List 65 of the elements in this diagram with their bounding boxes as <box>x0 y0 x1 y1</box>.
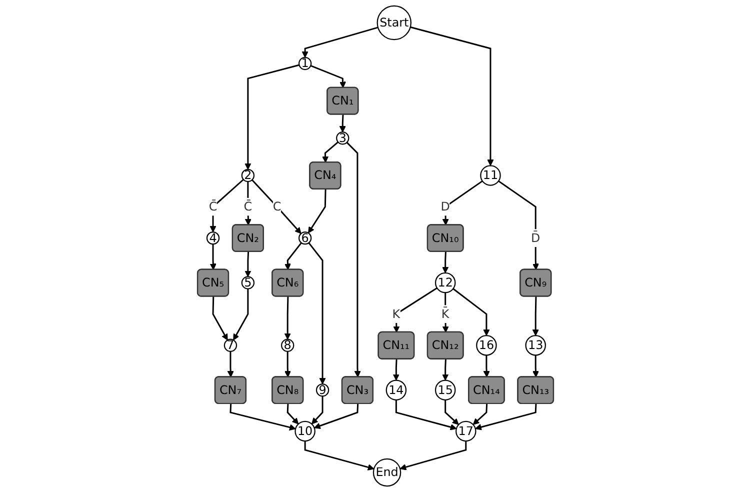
arrow <box>532 296 539 336</box>
edge-label: D̄ <box>531 230 540 245</box>
edge-label: D <box>440 199 450 214</box>
edge-label: C̄ <box>244 199 252 214</box>
node-circle: 11 <box>480 165 501 186</box>
arrow <box>284 296 291 340</box>
arrow <box>410 26 494 166</box>
node-circle: 3 <box>336 132 350 145</box>
node-circle: 14 <box>386 380 407 400</box>
arrow <box>286 404 299 424</box>
arrow <box>322 142 339 163</box>
arrow <box>393 287 438 333</box>
node-circle: 7 <box>224 338 238 352</box>
node-circle: 12 <box>434 272 456 294</box>
arrow <box>452 288 490 336</box>
arrow <box>400 441 467 470</box>
arrow <box>442 252 449 274</box>
arrow <box>244 64 300 170</box>
edge-label: K <box>392 306 400 321</box>
node-circle: 17 <box>456 420 476 442</box>
node-circle: 5 <box>241 276 255 290</box>
arrow <box>532 355 540 378</box>
node-circle: 16 <box>476 335 497 356</box>
arrow <box>498 180 540 270</box>
arrow <box>210 178 244 232</box>
node-circle: 9 <box>316 384 330 397</box>
arrow <box>230 404 296 431</box>
edge-label: K̄ <box>441 306 450 321</box>
node-circle: 10 <box>294 420 316 442</box>
arrow <box>314 404 359 429</box>
edge-label: C <box>272 199 282 214</box>
arrow <box>310 65 346 88</box>
arrow <box>483 355 490 378</box>
arrow <box>442 180 483 226</box>
arrow <box>308 189 326 234</box>
edge-label: C̄ <box>208 199 218 214</box>
arrow <box>210 244 216 270</box>
arrow <box>442 359 449 381</box>
node-circle: 2 <box>241 168 255 182</box>
arrow <box>233 288 249 340</box>
node-circle: Start <box>376 5 412 40</box>
arrow <box>311 396 324 424</box>
arrow <box>475 404 537 430</box>
arrow <box>284 242 302 270</box>
arrow <box>304 441 374 470</box>
arrow <box>339 114 346 132</box>
arrow <box>392 359 400 381</box>
node-circle: 6 <box>298 231 312 245</box>
arrow <box>346 142 361 378</box>
arrow <box>395 400 457 430</box>
arrow <box>252 179 302 234</box>
arrow <box>444 400 459 425</box>
arrow <box>212 296 228 340</box>
arrow <box>227 351 234 378</box>
node-circle: 8 <box>281 338 294 352</box>
arrow <box>244 252 252 278</box>
node-circle: 15 <box>434 380 456 400</box>
arrow <box>302 26 378 58</box>
arrow <box>472 404 488 425</box>
arrow <box>284 351 291 378</box>
node-circle: 1 <box>298 56 312 70</box>
node-circle: End <box>372 458 402 487</box>
arrow <box>308 242 326 384</box>
node-circle: 13 <box>525 335 546 356</box>
node-circle: 4 <box>206 231 220 245</box>
